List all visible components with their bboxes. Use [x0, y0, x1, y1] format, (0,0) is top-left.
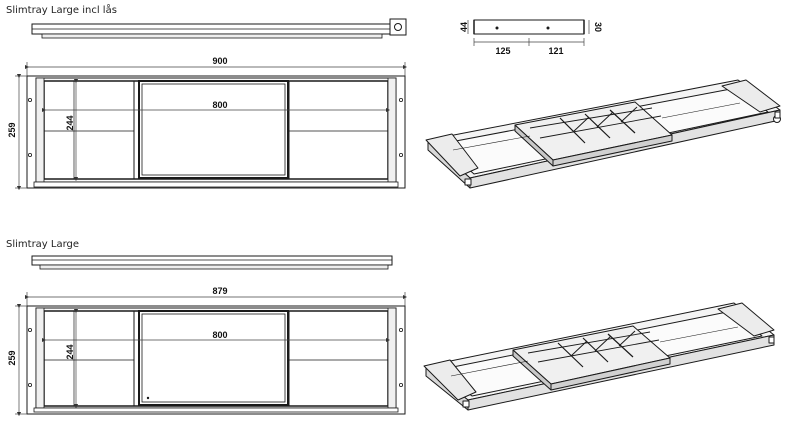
isometric-view-1 — [425, 79, 781, 189]
dim-lock-width-right: 121 — [548, 46, 563, 56]
dim-inner-height-2: 244 — [65, 344, 75, 359]
dim-inner-height-1: 244 — [65, 115, 75, 130]
plan-view-2 — [15, 292, 408, 417]
dim-height-1: 259 — [7, 122, 17, 137]
lock-block — [389, 18, 407, 36]
dim-lock-width-left: 125 — [495, 46, 510, 56]
lock-detail-view — [467, 19, 590, 46]
plan-view-1 — [15, 62, 408, 191]
side-profile-1 — [31, 18, 407, 39]
dim-width-2: 879 — [212, 286, 227, 296]
dim-inner-width-1: 800 — [212, 100, 227, 110]
dim-width-1: 900 — [212, 56, 227, 66]
section-title-2: Slimtray Large — [6, 239, 80, 250]
dim-lock-height-left: 44 — [459, 22, 469, 32]
isometric-view-2 — [423, 302, 775, 411]
side-profile-2 — [31, 255, 393, 270]
section-title-1: Slimtray Large incl lås — [6, 5, 117, 16]
dim-inner-width-2: 800 — [212, 330, 227, 340]
dim-height-2: 259 — [7, 350, 17, 365]
lock-icon — [394, 23, 402, 31]
dim-lock-height-right: 30 — [593, 22, 603, 32]
